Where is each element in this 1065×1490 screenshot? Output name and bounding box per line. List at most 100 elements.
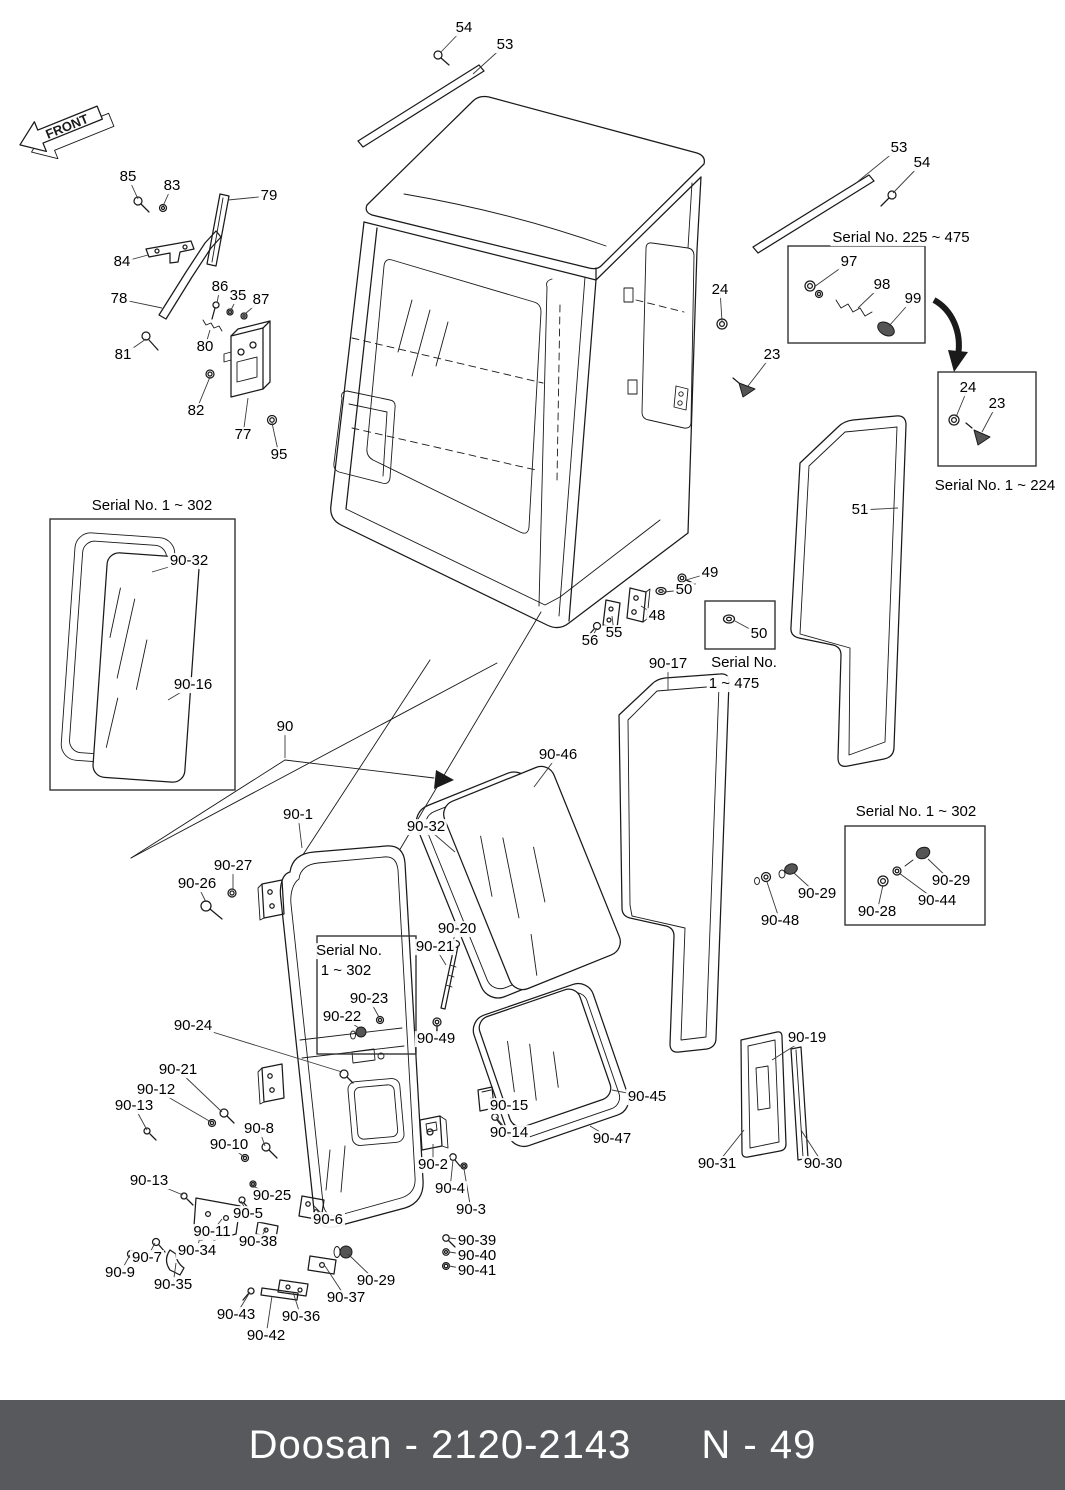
curved-arrow: [932, 297, 968, 372]
part-callout: 90-4: [432, 1180, 468, 1198]
part-callout: 98: [871, 276, 893, 294]
part-callout: 90-5: [230, 1205, 266, 1223]
part-callout: 79: [258, 187, 280, 205]
part-90-27-washer: [227, 888, 237, 898]
part-callout: 54: [453, 19, 475, 37]
part-callout: 81: [112, 346, 134, 364]
part-callout: 90-35: [151, 1276, 195, 1294]
part-54-bolt-right: [880, 190, 897, 207]
part-callout: 23: [986, 395, 1008, 413]
serial-caption: 1 ~ 302: [318, 962, 374, 980]
part-callout: 48: [646, 607, 668, 625]
part-callout: 90-25: [250, 1187, 294, 1205]
serial-caption: Serial No. 225 ~ 475: [830, 229, 972, 247]
part-callout: 90: [274, 718, 296, 736]
part-callout: 90-29: [354, 1272, 398, 1290]
part-callout: 85: [117, 168, 139, 186]
part-callout: 90-42: [244, 1327, 288, 1345]
part-callout: 90-24: [171, 1017, 215, 1035]
serial-caption: Serial No. 1 ~ 302: [89, 497, 215, 515]
part-callout: 95: [268, 446, 290, 464]
part-90-48-washer: [754, 871, 772, 885]
part-callout: 24: [957, 379, 979, 397]
part-callout: 90-22: [320, 1008, 364, 1026]
part-90-1-door: [257, 845, 424, 1228]
part-callout: 90-13: [127, 1172, 171, 1190]
part-callout: 90-36: [279, 1308, 323, 1326]
serial-box-f: [844, 825, 986, 926]
part-23-grommet-b: [965, 422, 991, 446]
part-80-spring: [202, 319, 223, 332]
part-callout: 90-41: [455, 1262, 499, 1280]
part-50-washer-c: [722, 614, 736, 624]
serial-box-b: [937, 371, 1037, 467]
group-90-reference-lines: [130, 611, 542, 871]
footer-bar: Doosan - 2120-2143 N - 49: [0, 1400, 1065, 1490]
serial-caption: 1 ~ 475: [706, 675, 762, 693]
part-callout: 90-37: [324, 1289, 368, 1307]
part-callout: 90-1: [280, 806, 316, 824]
serial-box-e: [316, 935, 417, 1055]
part-callout: 90-13: [112, 1097, 156, 1115]
part-callout: 90-30: [801, 1155, 845, 1173]
part-callout: 35: [227, 287, 249, 305]
part-callout: 87: [250, 291, 272, 309]
part-callout: 90-44: [915, 892, 959, 910]
part-callout: 90-17: [646, 655, 690, 673]
part-90-12-washer: [207, 1118, 217, 1128]
part-callout: 90-45: [625, 1088, 669, 1106]
part-callout: 51: [849, 501, 871, 519]
serial-caption: Serial No.: [314, 942, 384, 960]
part-callout: 90-3: [453, 1201, 489, 1219]
part-callout: 97: [838, 253, 860, 271]
part-90-44-washer: [892, 866, 902, 876]
part-90-29-knob-f: [904, 846, 931, 867]
part-54-bolt-top: [433, 50, 450, 66]
part-98-spring: [835, 299, 873, 317]
part-77-bracket: [223, 320, 271, 398]
part-48-bracket: [626, 587, 651, 623]
serial-caption: Serial No. 1 ~ 302: [853, 803, 979, 821]
part-callout: 90-32: [404, 818, 448, 836]
part-callout: 90-9: [102, 1264, 138, 1282]
part-callout: 90-32: [167, 552, 211, 570]
part-90-10-washer: [240, 1153, 250, 1163]
part-86-screw: [211, 301, 220, 320]
part-callout: 83: [161, 177, 183, 195]
part-53-rail-right: [752, 174, 875, 254]
door-hinge-upper: [257, 879, 285, 921]
part-callout: 90-31: [695, 1155, 739, 1173]
part-callout: 90-43: [214, 1306, 258, 1324]
part-callout: 90-34: [175, 1242, 219, 1260]
part-90-22-knob: [350, 1026, 367, 1040]
part-callout: 90-19: [785, 1029, 829, 1047]
part-90-8-bolt: [261, 1142, 278, 1159]
part-callout: 90-11: [191, 1223, 233, 1241]
serial-caption: Serial No.: [709, 654, 779, 672]
part-callout: 90-21: [413, 938, 457, 956]
cab-body: [330, 95, 705, 629]
part-callout: 90-2: [415, 1156, 451, 1174]
part-90-45-glass: [478, 988, 612, 1128]
part-callout: 90-47: [590, 1130, 634, 1148]
part-callout: 90-8: [241, 1120, 277, 1138]
diagram-drawing: FRONT: [19, 50, 1037, 1301]
part-callout: 90-46: [536, 746, 580, 764]
part-90-23-washer: [375, 1015, 385, 1025]
part-callout: 78: [108, 290, 130, 308]
part-callout: 77: [232, 426, 254, 444]
part-90-29-knob: [778, 863, 798, 879]
part-callout: 90-20: [435, 920, 479, 938]
part-90-17-seal: [618, 673, 730, 1053]
part-90-2-latch: [419, 1115, 449, 1151]
part-callout: 23: [761, 346, 783, 364]
part-callout: 90-23: [347, 990, 391, 1008]
part-callout: 90-29: [795, 885, 839, 903]
part-84-bracket: [145, 240, 195, 264]
part-callout: 90-15: [487, 1097, 531, 1115]
footer-doc-number: Doosan - 2120-2143: [248, 1422, 632, 1467]
part-callout: 90-6: [310, 1211, 346, 1229]
part-callout: 90-10: [207, 1136, 251, 1154]
part-callout: 90-48: [758, 912, 802, 930]
